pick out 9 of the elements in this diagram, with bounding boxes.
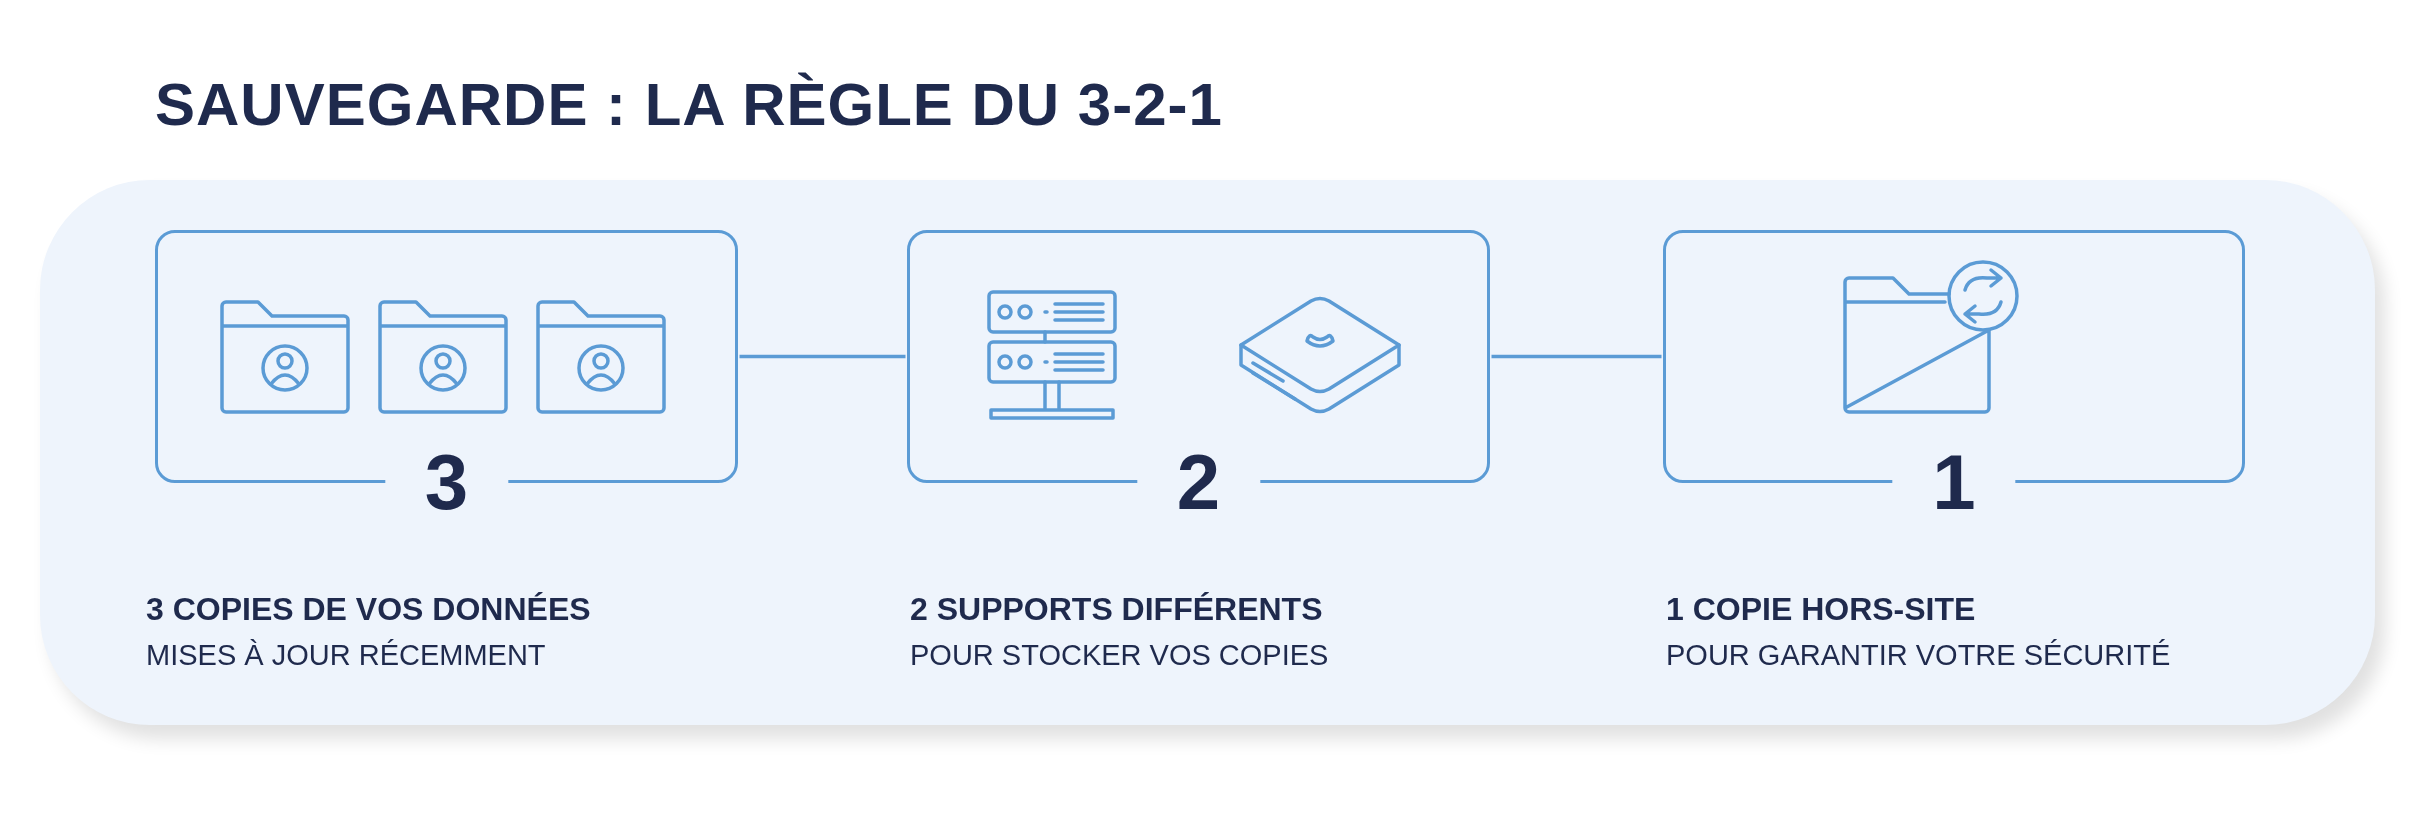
step-heading: 1 COPIE HORS-SITE [1666,591,1976,628]
step-description: POUR STOCKER VOS COPIES [910,639,1329,672]
step-heading: 3 COPIES DE VOS DONNÉES [146,591,591,628]
step-heading: 2 SUPPORTS DIFFÉRENTS [910,591,1323,628]
connector-line [1491,354,1662,359]
step-description: POUR GARANTIR VOTRE SÉCURITÉ [1666,639,2171,672]
connector-line [739,354,906,359]
step-description: MISES À JOUR RÉCEMMENT [146,639,546,672]
title: SAUVEGARDE : LA RÈGLE DU 3-2-1 [155,70,1223,139]
